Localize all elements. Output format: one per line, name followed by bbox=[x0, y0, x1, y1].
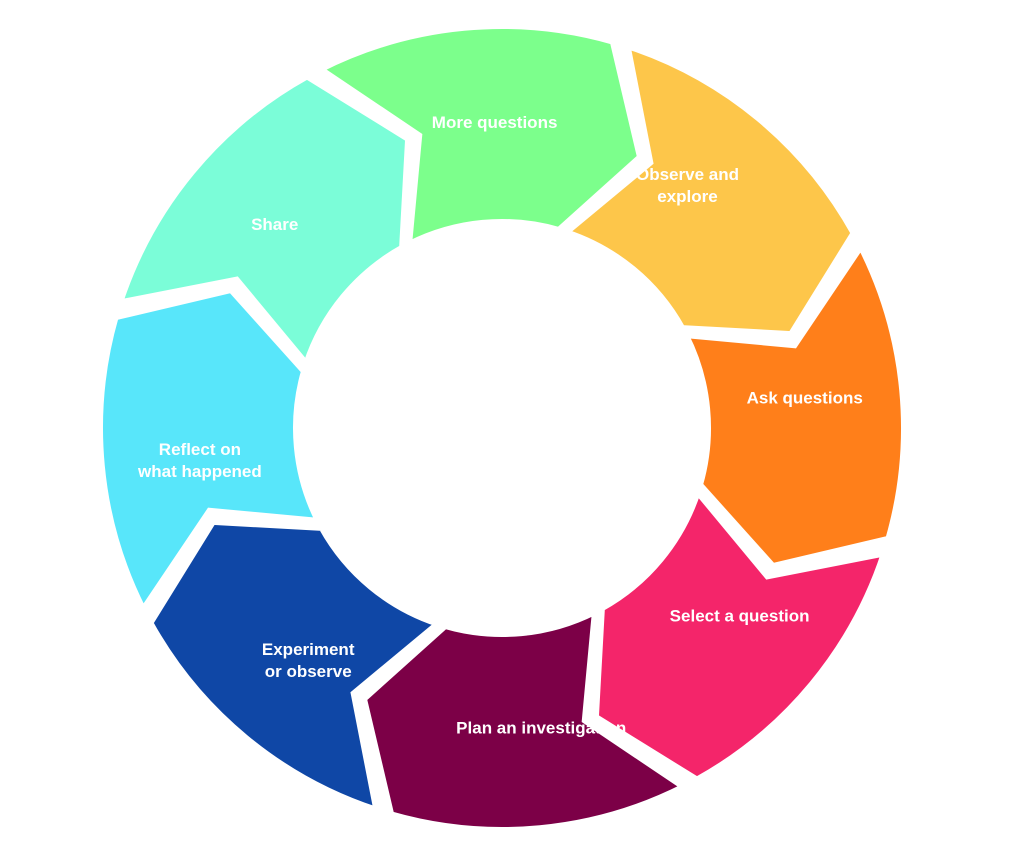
segments-layer bbox=[97, 23, 907, 833]
cycle-segment-reflect-on-what-happened bbox=[97, 286, 324, 616]
segment-label-line: Experiment bbox=[262, 641, 355, 660]
segment-label-line: Select a question bbox=[670, 607, 810, 626]
segment-label-experiment-or-observe: Experiment or observe bbox=[262, 641, 355, 682]
segment-label-select-a-question: Select a question bbox=[670, 607, 810, 626]
cycle-segment-more-questions bbox=[314, 23, 644, 250]
segment-label-line: Share bbox=[251, 216, 298, 235]
segment-label-line: Observe and bbox=[636, 166, 739, 185]
segment-label-line: or observe bbox=[265, 663, 352, 682]
cycle-segment-share bbox=[115, 72, 412, 370]
segment-label-more-questions: More questions bbox=[432, 114, 558, 133]
segment-label-line: Ask questions bbox=[747, 389, 863, 408]
segment-label-plan-an-investigation: Plan an investigation bbox=[456, 719, 626, 738]
segment-label-ask-questions: Ask questions bbox=[747, 389, 863, 408]
segment-label-line: Plan an investigation bbox=[456, 719, 626, 738]
segment-label-line: More questions bbox=[432, 114, 558, 133]
cycle-segment-observe-and-explore bbox=[560, 41, 858, 338]
segment-label-line: explore bbox=[657, 188, 717, 207]
segment-label-line: Reflect on bbox=[159, 440, 241, 459]
segment-label-observe-and-explore: Observe and explore bbox=[636, 166, 739, 207]
cycle-segment-experiment-or-observe bbox=[146, 518, 444, 815]
segment-label-line: what happened bbox=[137, 462, 262, 481]
cycle-segment-ask-questions bbox=[680, 240, 907, 570]
cycle-segment-plan-an-investigation bbox=[360, 606, 690, 833]
cycle-segment-select-a-question bbox=[592, 486, 889, 784]
segment-label-share: Share bbox=[251, 216, 298, 235]
segment-label-reflect-on-what-happened: Reflect on what happened bbox=[137, 440, 262, 481]
